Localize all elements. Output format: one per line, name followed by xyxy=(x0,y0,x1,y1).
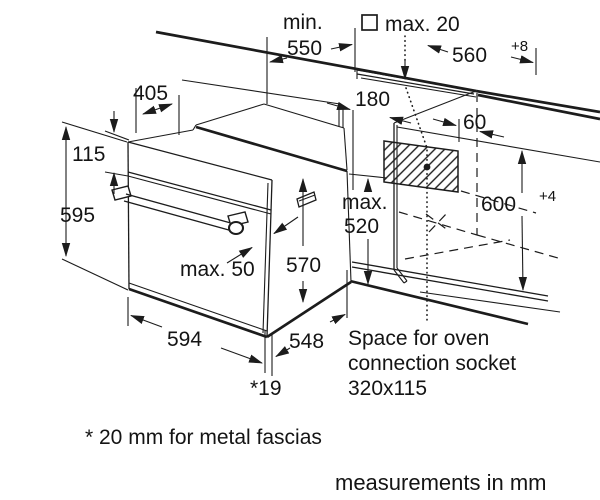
dim-180: 180 xyxy=(355,88,390,111)
dim-594: 594 xyxy=(167,328,202,351)
dim-60: 60 xyxy=(463,111,486,134)
side-vent xyxy=(296,191,317,208)
dim-min-550-value: 550 xyxy=(287,37,322,60)
dim-405: 405 xyxy=(133,82,168,105)
dim-min-550-word: min. xyxy=(283,11,323,34)
control-panel-line xyxy=(127,171,272,211)
units-note: measurements in mm xyxy=(335,470,547,495)
dimension-labels: min. 550 max. 20 560 +8 405 180 60 115 5… xyxy=(60,11,556,400)
floor-edge xyxy=(349,279,529,326)
socket-hatch-area xyxy=(383,140,459,193)
dimension-lines xyxy=(61,14,537,376)
socket-note-line3: 320x115 xyxy=(348,377,427,400)
dim-115: 115 xyxy=(72,143,105,166)
oven-bottom-back-edge xyxy=(266,280,352,339)
door-handle xyxy=(111,185,249,236)
dim-570: 570 xyxy=(286,254,321,277)
cabinet-niche xyxy=(349,90,600,326)
socket-center-line xyxy=(405,87,428,323)
socket-note-line2: connection socket xyxy=(348,352,516,375)
oven-top-back-edge xyxy=(195,125,348,173)
dim-595: 595 xyxy=(60,204,95,227)
worktop-front-edge xyxy=(181,79,341,105)
dim-560: 560 xyxy=(452,44,487,67)
dim-548: 548 xyxy=(289,330,324,353)
dim-max-50: max. 50 xyxy=(180,258,255,281)
dim-max-520-word: max. xyxy=(342,191,388,214)
fascia-footnote: * 20 mm for metal fascias xyxy=(85,426,322,449)
footnotes: * 20 mm for metal fascias measurements i… xyxy=(85,426,547,495)
dim-max-520-value: 520 xyxy=(344,215,379,238)
dim-19: *19 xyxy=(250,377,282,400)
oven-bottom-edge xyxy=(128,287,268,339)
oven-front-top-edge xyxy=(127,141,273,181)
dim-max-20: max. 20 xyxy=(385,13,460,36)
socket-center-dot xyxy=(423,163,431,171)
dim-560-tolerance: +8 xyxy=(511,38,528,55)
socket-note-line1: Space for oven xyxy=(348,327,489,350)
dim-600: 600 xyxy=(481,193,516,216)
square-symbol xyxy=(361,14,378,31)
dim-600-tolerance: +4 xyxy=(539,188,556,205)
oven xyxy=(111,103,352,339)
